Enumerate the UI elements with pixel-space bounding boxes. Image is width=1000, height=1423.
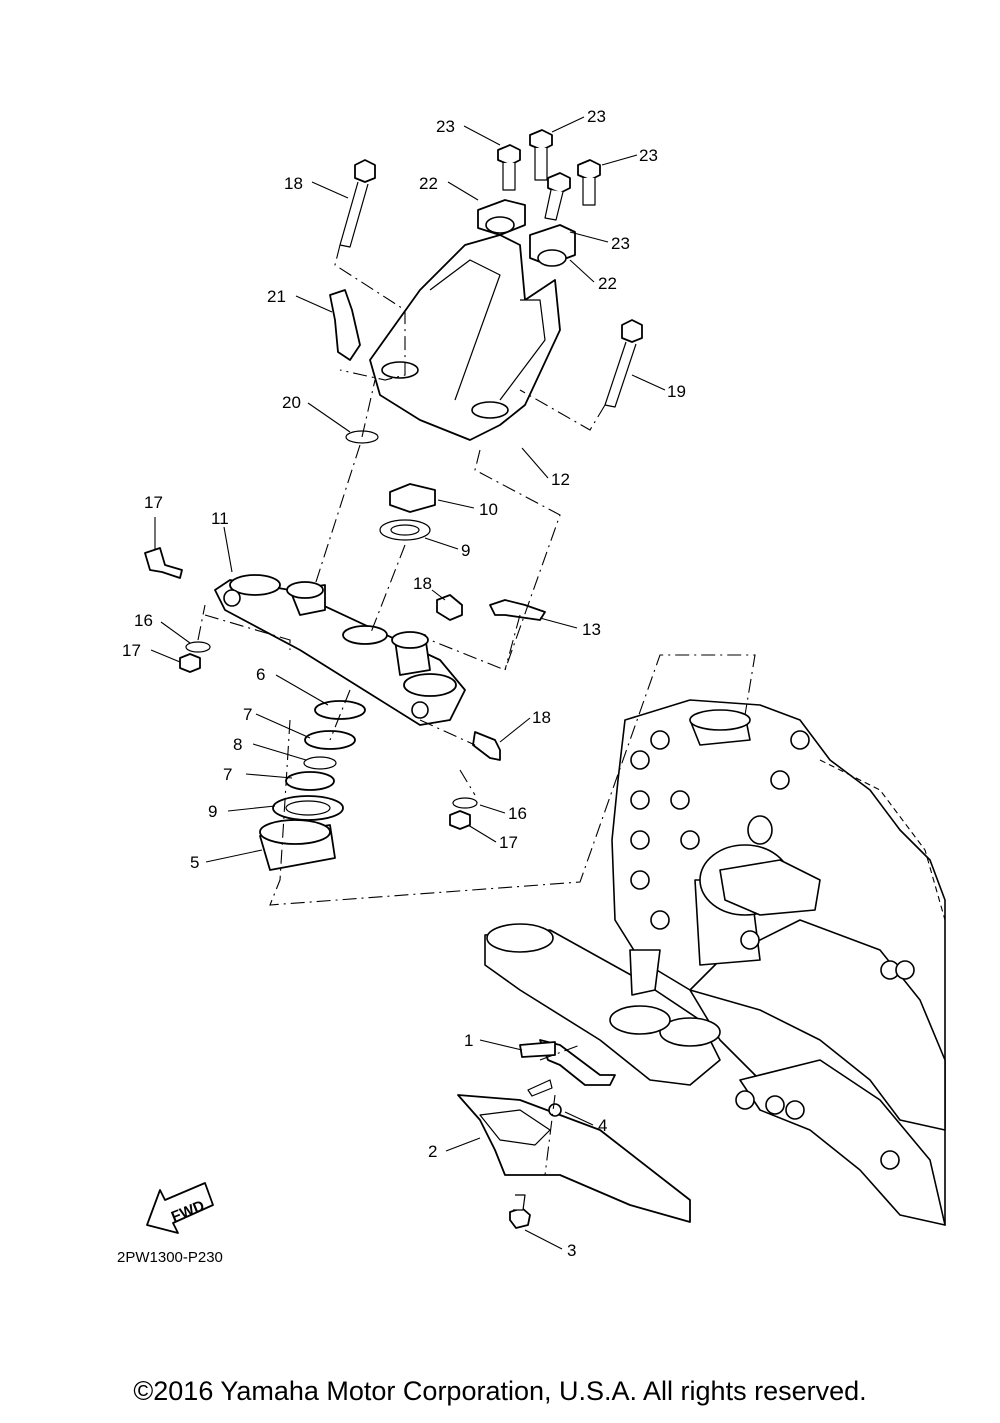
bracket-icon <box>489 599 546 621</box>
callout-3: 3 <box>567 1241 576 1260</box>
bolt-17-icon-bottom <box>472 731 501 761</box>
callout-7: 7 <box>223 765 232 784</box>
callout-11: 10 <box>479 500 498 519</box>
callout-12: 11 <box>211 509 229 528</box>
washer-15-icon-left <box>185 641 211 653</box>
upper-bracket-icon <box>214 574 466 726</box>
callout-10: 9 <box>461 541 470 560</box>
callout-20: 21 <box>267 287 286 306</box>
callout-2: 2 <box>428 1142 437 1161</box>
copyright-notice: ©2016 Yamaha Motor Corporation, U.S.A. A… <box>133 1376 867 1406</box>
callout-9: 9 <box>208 802 217 821</box>
callout-23: 23 <box>639 146 658 165</box>
callout-4: 4 <box>598 1116 607 1135</box>
callout-8: 8 <box>233 735 242 754</box>
assembly-lines <box>197 244 756 1176</box>
steering-nut-icons <box>379 483 436 541</box>
callout-18: 18 <box>284 174 303 193</box>
callout-22: 22 <box>419 174 438 193</box>
handlebar-holder-icon <box>369 234 561 441</box>
washer-15-icon-right <box>452 797 478 809</box>
callout-17: 17 <box>144 493 163 512</box>
callout-15: 16 <box>508 804 527 823</box>
grommet-icon <box>436 594 463 621</box>
nut-16-icon-right <box>449 810 471 830</box>
callout-17: 18 <box>532 708 551 727</box>
callout-1: 1 <box>464 1031 473 1050</box>
cable-clip-icon <box>329 289 361 361</box>
reference-code: 2PW1300-P230 <box>117 1249 223 1266</box>
callout-23: 23 <box>587 107 606 126</box>
nut-16-icon-left <box>179 653 201 673</box>
callout-23: 23 <box>611 234 630 253</box>
callout-21: 18 <box>413 574 432 593</box>
bolt-23-icons <box>497 129 601 221</box>
callout-16: 17 <box>499 833 518 852</box>
callout-19: 20 <box>282 393 301 412</box>
callout-23: 23 <box>436 117 455 136</box>
handlebar-clamp-icons <box>477 199 576 267</box>
callout-13: 12 <box>551 470 570 489</box>
callout-18: 19 <box>667 382 686 401</box>
callout-labels: 23 23 23 23 22 22 18 19 21 20 12 10 9 17… <box>122 107 686 1260</box>
callout-22: 22 <box>598 274 617 293</box>
callout-16: 17 <box>122 641 141 660</box>
bearing-stack-icons <box>259 700 366 871</box>
bolt-17-icon-top <box>144 547 183 579</box>
callout-7: 7 <box>243 705 252 724</box>
callout-15: 16 <box>134 611 153 630</box>
lower-bracket-icons <box>457 1039 691 1229</box>
callout-6: 6 <box>256 665 265 684</box>
callout-14: 13 <box>582 620 601 639</box>
callout-5: 5 <box>190 853 199 872</box>
frame-assembly <box>484 699 946 1226</box>
fwd-arrow-icon: FWD <box>146 1182 214 1234</box>
leader-lines <box>150 116 666 1250</box>
bolt-18-icons <box>339 159 643 408</box>
